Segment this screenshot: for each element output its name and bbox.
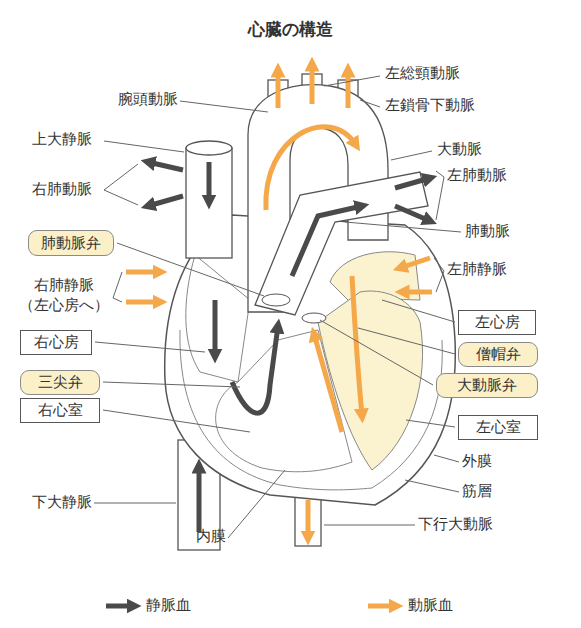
part-label: 左鎖骨下動脈 <box>385 96 475 116</box>
left-ventricle <box>318 291 423 470</box>
pulmonary-valve <box>262 294 290 306</box>
box-text: 僧帽弁 <box>476 345 521 364</box>
part-label: 外膜 <box>462 452 492 472</box>
chamber-label-box: 右心室 <box>20 398 100 423</box>
part-label: 上大静脈 <box>32 130 92 150</box>
box-text: 左心室 <box>476 418 521 437</box>
part-label: 大動脈 <box>437 140 482 160</box>
part-label: 右肺動脈 <box>32 180 92 200</box>
diagram-title: 心臓の構造 <box>0 18 581 41</box>
box-text: 右心房 <box>34 333 79 352</box>
part-label: 筋層 <box>462 482 492 502</box>
chamber-label-box: 左心室 <box>458 415 538 440</box>
part-label: 左肺静脈 <box>447 260 507 280</box>
part-label: 肺動脈 <box>465 222 510 242</box>
part-label: 左肺動脈 <box>447 166 507 186</box>
part-label: 腕頭動脈 <box>118 90 178 110</box>
superior-vena-cava <box>186 148 232 258</box>
part-label: 内膜 <box>196 527 226 547</box>
chamber-label-box: 右心房 <box>20 330 92 355</box>
vena-cava-opening <box>186 141 232 155</box>
part-label: 下行大動脈 <box>418 515 493 535</box>
legend-text: 動脈血 <box>408 596 453 615</box>
leader-lines <box>94 76 461 538</box>
legend-text: 静脈血 <box>146 596 191 615</box>
legend-arterial-arrow <box>368 604 396 609</box>
box-text: 左心房 <box>475 313 520 332</box>
box-text: 大動脈弁 <box>457 376 517 395</box>
legend-venous-arrow <box>106 604 134 609</box>
part-label: 左総頸動脈 <box>385 64 460 84</box>
box-text: 肺動脈弁 <box>41 234 101 253</box>
valve-label-box: 大動脈弁 <box>436 373 538 398</box>
part-label: 下大静脈 <box>32 493 92 513</box>
part-label: 右肺静脈 （左心房へ） <box>18 276 110 315</box>
chamber-label-box: 左心房 <box>458 310 536 335</box>
venous-arrows <box>148 162 430 532</box>
valve-label-box: 三尖弁 <box>20 370 100 395</box>
box-text: 三尖弁 <box>38 373 83 392</box>
box-text: 右心室 <box>38 401 83 420</box>
right-atrium <box>186 255 250 382</box>
valve-label-box: 僧帽弁 <box>458 342 538 367</box>
valve-label-box: 肺動脈弁 <box>28 230 114 256</box>
